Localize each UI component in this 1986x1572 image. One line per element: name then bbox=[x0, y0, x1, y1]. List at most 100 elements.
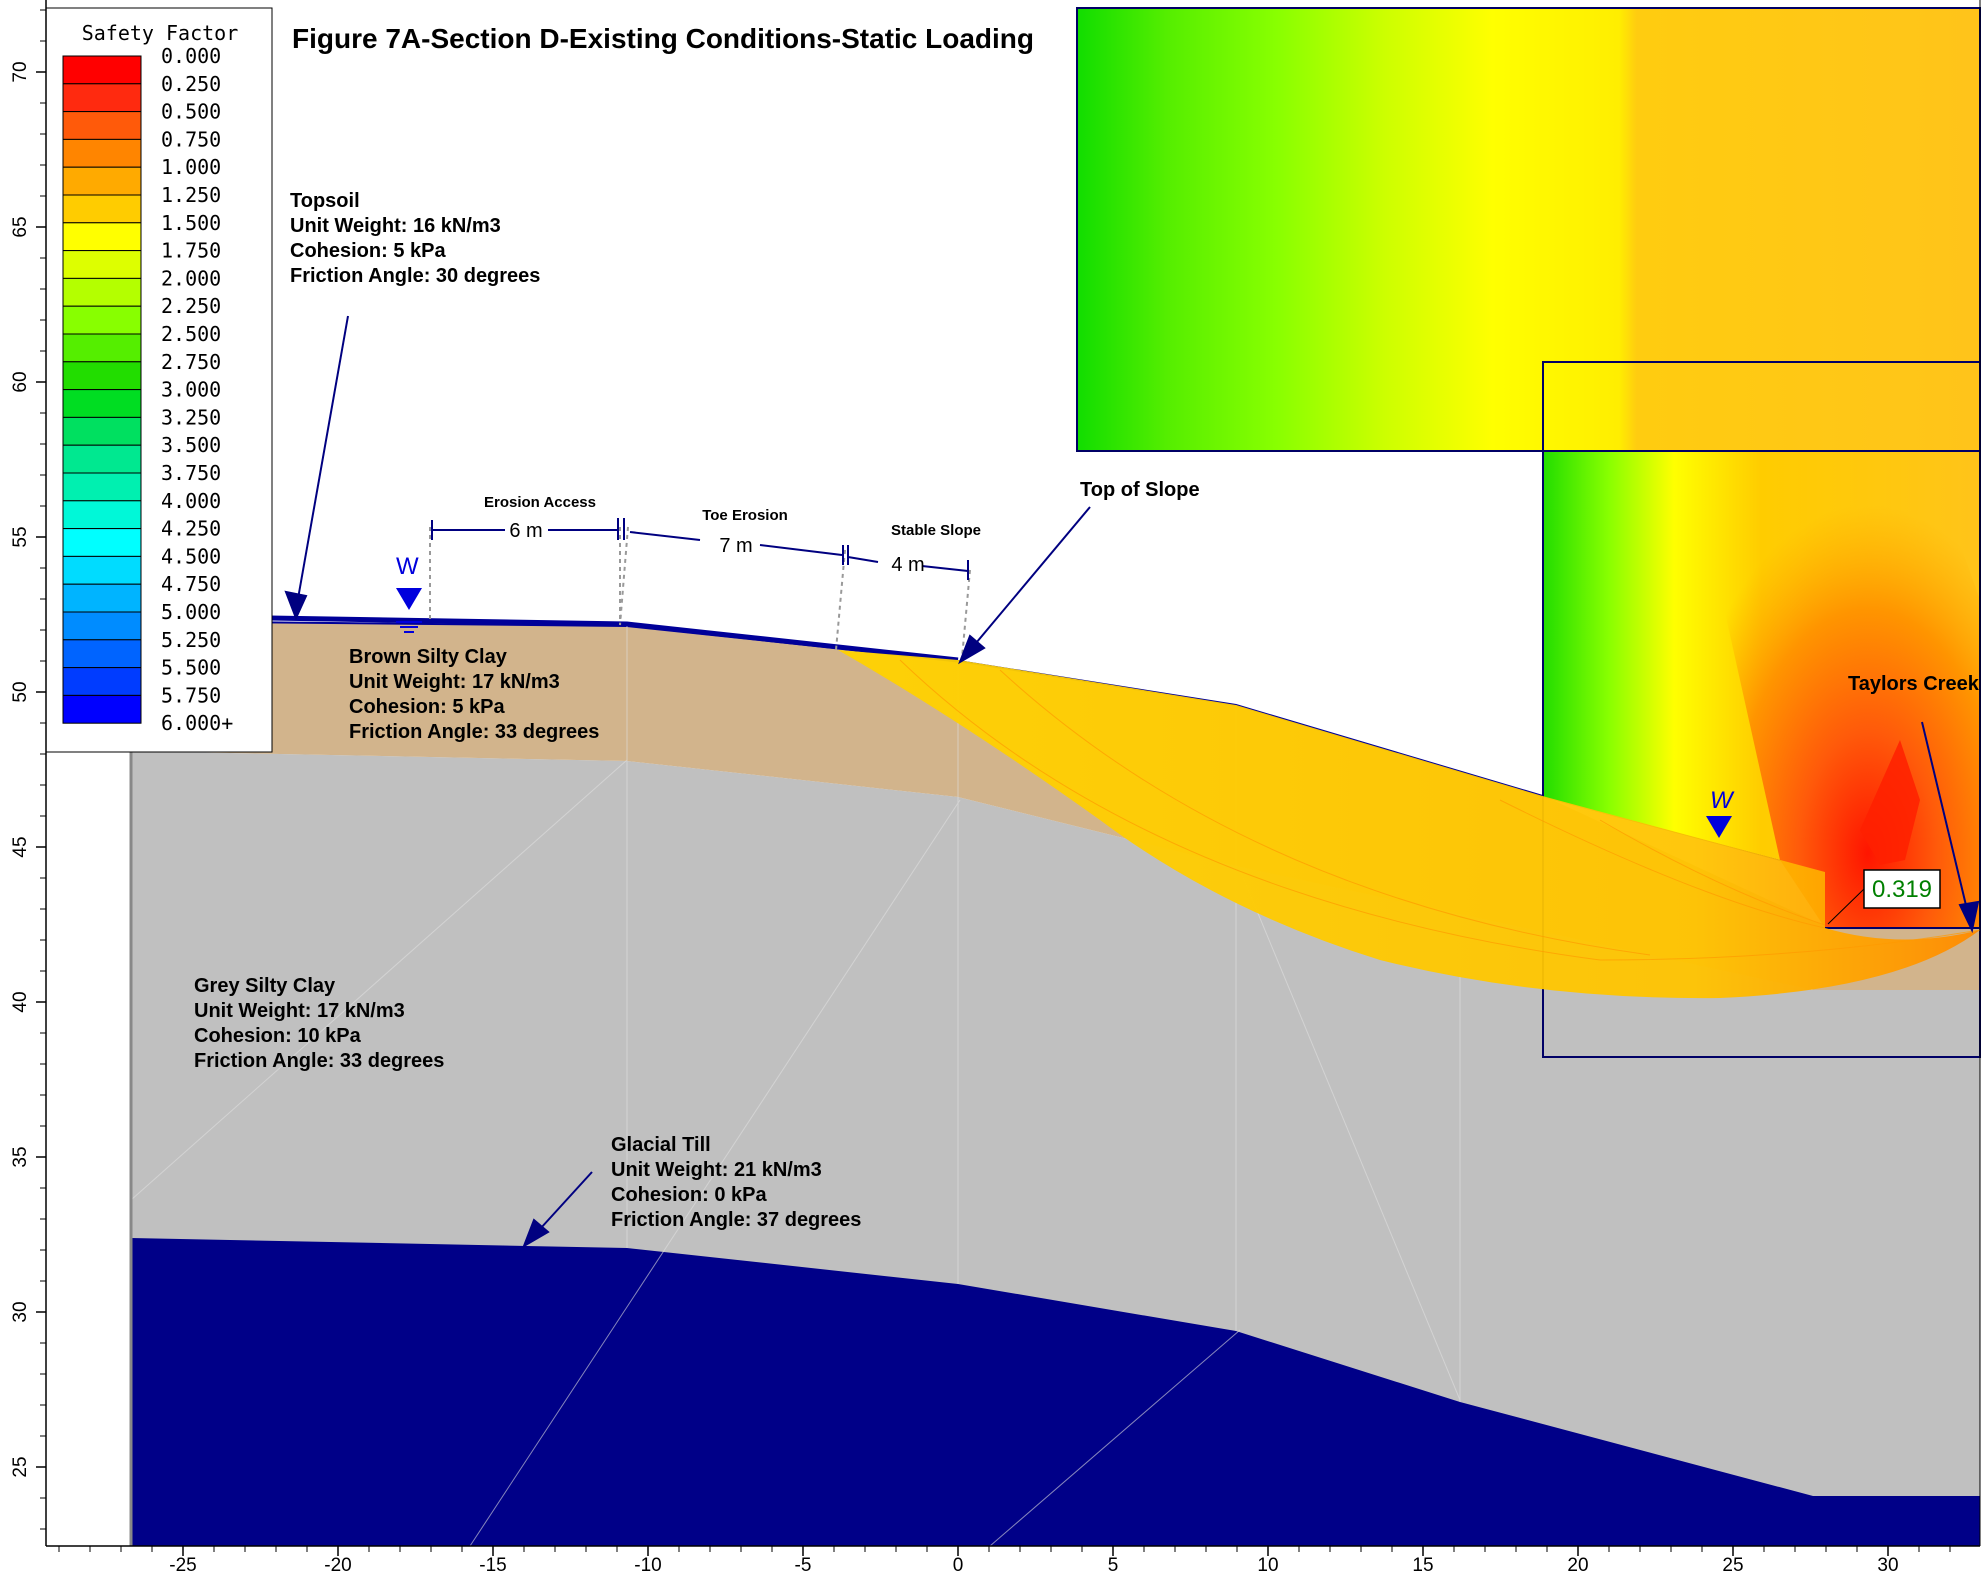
legend-swatch bbox=[62, 83, 142, 113]
x-tick-label: 0 bbox=[953, 1555, 964, 1572]
leader-arrows bbox=[284, 315, 1980, 1249]
brown-friction: Friction Angle: 33 degrees bbox=[349, 721, 599, 743]
legend-swatch bbox=[62, 444, 142, 474]
taylors-creek-label: Taylors Creek bbox=[1848, 673, 1980, 695]
x-tick-label: -10 bbox=[634, 1555, 661, 1572]
legend-swatch bbox=[62, 555, 142, 585]
brown-unit-weight: Unit Weight: 17 kN/m3 bbox=[349, 671, 560, 693]
x-tick-label: 15 bbox=[1412, 1555, 1433, 1572]
legend-label: 4.750 bbox=[161, 572, 221, 596]
water-marker-right bbox=[1706, 816, 1732, 838]
legend-swatch bbox=[62, 55, 142, 85]
legend-swatch bbox=[62, 222, 142, 252]
x-tick-label: -25 bbox=[169, 1555, 196, 1572]
toe-erosion-label: Toe Erosion bbox=[702, 507, 788, 524]
legend-label: 3.250 bbox=[161, 405, 221, 429]
topsoil-name: Topsoil bbox=[290, 190, 360, 212]
min-factor-leader bbox=[1827, 888, 1865, 925]
legend-swatch bbox=[62, 305, 142, 335]
legend-label: 1.000 bbox=[161, 155, 221, 179]
topsoil-layer bbox=[269, 615, 959, 663]
x-tick-label: 10 bbox=[1257, 1555, 1278, 1572]
grey-friction: Friction Angle: 33 degrees bbox=[194, 1050, 444, 1072]
legend-swatch bbox=[62, 111, 142, 140]
y-tick-label: 55 bbox=[10, 526, 31, 547]
stable-slope-label: Stable Slope bbox=[891, 522, 981, 539]
legend-label: 3.500 bbox=[161, 433, 221, 457]
figure-title: Figure 7A-Section D-Existing Conditions-… bbox=[292, 23, 1034, 54]
legend-swatch bbox=[62, 611, 142, 641]
grey-silty-clay-label: Grey Silty Clay Unit Weight: 17 kN/m3 Co… bbox=[194, 975, 444, 1072]
min-factor-box bbox=[1863, 869, 1941, 909]
brown-name: Brown Silty Clay bbox=[349, 646, 508, 668]
legend-label: 4.250 bbox=[161, 517, 221, 541]
legend-label: 5.000 bbox=[161, 600, 221, 624]
legend-swatch bbox=[62, 639, 142, 669]
legend-swatch bbox=[62, 333, 142, 363]
y-tick-label: 45 bbox=[10, 836, 31, 857]
brown-cohesion: Cohesion: 5 kPa bbox=[349, 696, 505, 718]
water-marker-left-label: W bbox=[396, 553, 419, 580]
axis-left-strip bbox=[0, 0, 46, 1572]
y-tick-label: 60 bbox=[10, 371, 31, 392]
stable-slope-dim: 4 m bbox=[891, 554, 924, 576]
y-tick-label: 65 bbox=[10, 216, 31, 237]
grey-cohesion: Cohesion: 10 kPa bbox=[194, 1025, 362, 1047]
slip-surface-fan bbox=[838, 650, 1980, 999]
legend-swatch bbox=[62, 194, 142, 224]
legend-label: 3.000 bbox=[161, 378, 221, 402]
legend-swatch bbox=[62, 250, 142, 279]
legend-swatch bbox=[62, 166, 142, 196]
topsoil-cohesion: Cohesion: 5 kPa bbox=[290, 240, 446, 262]
legend-label: 1.500 bbox=[161, 211, 221, 235]
legend-label: 2.000 bbox=[161, 266, 221, 290]
legend-swatch bbox=[62, 500, 142, 530]
glacial-till-label: Glacial Till Unit Weight: 21 kN/m3 Cohes… bbox=[611, 1134, 861, 1231]
erosion-access-label: Erosion Access bbox=[484, 494, 596, 511]
legend-label: 4.500 bbox=[161, 544, 221, 568]
grey-name: Grey Silty Clay bbox=[194, 975, 336, 997]
glacial-till-layer bbox=[131, 1238, 1980, 1546]
y-tick-label: 25 bbox=[10, 1456, 31, 1477]
x-tick-label: 30 bbox=[1877, 1555, 1898, 1572]
legend-label: 5.500 bbox=[161, 656, 221, 680]
topsoil-unit-weight: Unit Weight: 16 kN/m3 bbox=[290, 215, 501, 237]
legend-swatch bbox=[62, 694, 142, 724]
legend-swatch bbox=[62, 583, 142, 613]
x-tick-label: 5 bbox=[1108, 1555, 1119, 1572]
legend-label: 5.750 bbox=[161, 683, 221, 707]
brown-silty-clay-label: Brown Silty Clay Unit Weight: 17 kN/m3 C… bbox=[349, 646, 599, 743]
till-name: Glacial Till bbox=[611, 1134, 711, 1156]
y-tick-label: 35 bbox=[10, 1146, 31, 1167]
legend-label: 2.250 bbox=[161, 294, 221, 318]
legend-swatch bbox=[62, 416, 142, 446]
legend-swatch bbox=[62, 138, 142, 168]
legend-label: 0.500 bbox=[161, 100, 221, 124]
min-factor-value: 0.319 bbox=[1872, 876, 1932, 903]
legend-swatch bbox=[62, 667, 142, 696]
x-tick-label: 25 bbox=[1722, 1555, 1743, 1572]
x-tick-label: -5 bbox=[795, 1555, 812, 1572]
contour-box-upper bbox=[1077, 8, 1980, 451]
y-tick-label: 70 bbox=[10, 61, 31, 82]
legend-swatch bbox=[62, 528, 142, 557]
legend-label: 4.000 bbox=[161, 489, 221, 513]
y-tick-label: 50 bbox=[10, 681, 31, 702]
y-tick-label: 30 bbox=[10, 1301, 31, 1322]
legend-label: 5.250 bbox=[161, 628, 221, 652]
x-tick-label: 20 bbox=[1567, 1555, 1588, 1572]
legend-label: 2.500 bbox=[161, 322, 221, 346]
legend-label: 0.750 bbox=[161, 127, 221, 151]
water-marker-left bbox=[396, 588, 422, 633]
legend-label: 0.250 bbox=[161, 72, 221, 96]
legend-swatch bbox=[62, 389, 142, 418]
water-marker-right-label: W bbox=[1710, 787, 1735, 814]
till-unit-weight: Unit Weight: 21 kN/m3 bbox=[611, 1159, 822, 1181]
erosion-dimension-group bbox=[429, 518, 971, 659]
legend-label: 3.750 bbox=[161, 461, 221, 485]
toe-erosion-dim: 7 m bbox=[719, 535, 752, 557]
erosion-access-dim: 6 m bbox=[509, 520, 542, 542]
legend-swatch bbox=[62, 472, 142, 502]
